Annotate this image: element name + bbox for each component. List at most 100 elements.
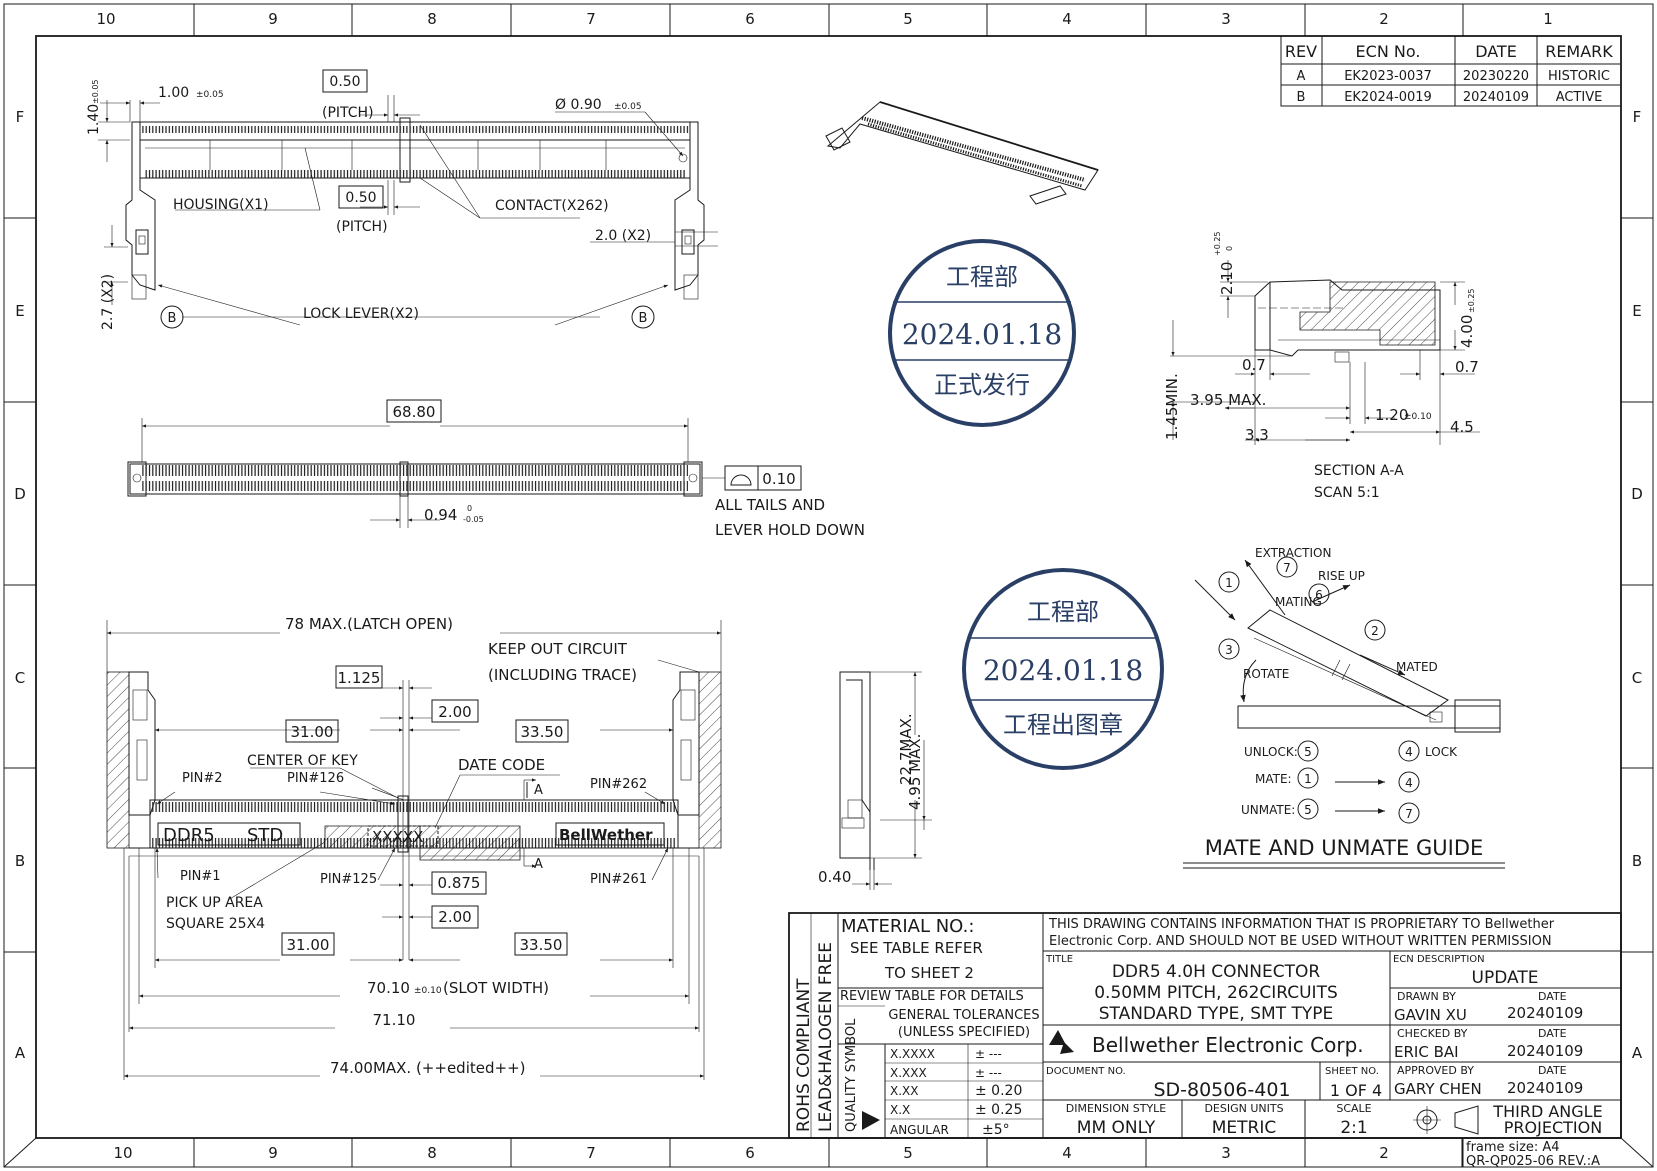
hole-diameter-tol: ±0.05 — [614, 102, 642, 112]
dim-4-95-max: 4.95 MAX. — [906, 734, 924, 810]
drawn-date: 20240109 — [1507, 1004, 1583, 1022]
pin-126-label: PIN#126 — [287, 771, 344, 786]
step-3: 3 — [1225, 643, 1233, 657]
pin-1-label: PIN#1 — [180, 869, 221, 884]
slot-width-label: (SLOT WIDTH) — [443, 979, 549, 997]
dim-2-10-tol-dn: 0 — [1225, 246, 1234, 251]
material-no-title: MATERIAL NO.: — [841, 916, 974, 937]
dim-4-00-tol: ±0.25 — [1467, 288, 1476, 313]
lock-lever-label: LOCK LEVER(X2) — [303, 306, 419, 322]
halogen-label: LEAD&HALOGEN FREE — [816, 942, 836, 1132]
dim-3-95-max: 3.95 MAX. — [1190, 391, 1266, 409]
dim-0-94-up: 0 — [467, 504, 472, 513]
end-view: 22.7MAX. 4.95 MAX. 0.40 — [818, 671, 932, 890]
zone-label: 1 — [1543, 10, 1553, 28]
ecn-header: ECN No. — [1356, 42, 1421, 61]
pin-125-label: PIN#125 — [320, 872, 377, 887]
zone-label: 5 — [903, 10, 913, 28]
bottom-view: 78 MAX.(LATCH OPEN) KEEP OUT CIRCUIT (IN… — [106, 615, 722, 1080]
tol-row-value: ± 0.20 — [975, 1083, 1022, 1099]
guide-title: MATE AND UNMATE GUIDE — [1205, 836, 1484, 860]
dimension-style: MM ONLY — [1077, 1118, 1156, 1138]
brand-marking: BellWether — [559, 826, 653, 844]
dim-68-80: 68.80 — [393, 403, 436, 421]
unmate-label: UNMATE: — [1241, 803, 1295, 817]
title-block: ROHS COMPLIANT LEAD&HALOGEN FREE QUALITY… — [788, 912, 1622, 1169]
step-6: 6 — [1315, 588, 1323, 602]
rohs-label: ROHS COMPLIANT — [794, 978, 814, 1132]
iso-view — [825, 101, 1099, 205]
detail-b-left: B — [168, 311, 177, 326]
zone-label: 2 — [1379, 1144, 1389, 1162]
step-7: 7 — [1283, 561, 1291, 575]
zone-label: 2 — [1379, 10, 1389, 28]
mate-label: MATE: — [1255, 772, 1292, 786]
frame-size: frame size: A4 — [1466, 1140, 1560, 1155]
material-note-2: TO SHEET 2 — [884, 964, 974, 982]
pin-262-label: PIN#262 — [590, 777, 647, 792]
lock-step: 4 — [1405, 745, 1413, 759]
title-line-1: DDR5 4.0H CONNECTOR — [1112, 962, 1320, 982]
tol-row-label: X.XXXX — [890, 1047, 935, 1061]
document-no: SD-80506-401 — [1153, 1079, 1290, 1101]
design-units: METRIC — [1212, 1118, 1277, 1138]
dim-0-94-dn: -0.05 — [463, 515, 484, 524]
dim-1-20-tol: ±0.10 — [1404, 412, 1432, 422]
material-note-3: REVIEW TABLE FOR DETAILS — [840, 989, 1024, 1004]
approved-by-label: APPROVED BY — [1397, 1064, 1474, 1077]
ecn-description-label: ECN DESCRIPTION — [1393, 954, 1485, 965]
dim-0-7-right: 0.7 — [1455, 358, 1479, 376]
dim-0-94: 0.94 — [424, 506, 457, 524]
general-tolerances: GENERAL TOLERANCES — [888, 1008, 1039, 1023]
drawn-by: GAVIN XU — [1394, 1006, 1467, 1024]
unlock-label: UNLOCK: — [1244, 745, 1298, 759]
stamp-release-ring — [888, 239, 1076, 427]
dim-slot-width: 70.10 — [367, 979, 410, 997]
tol-row-value: ±5° — [982, 1122, 1010, 1138]
ecn-description: UPDATE — [1472, 968, 1539, 988]
pitch-box-mid: 0.50 — [345, 190, 376, 206]
dimension-style-label: DIMENSION STYLE — [1066, 1102, 1167, 1115]
dim-4-00: 4.00 — [1458, 315, 1476, 348]
keepout-note-2: (INCLUDING TRACE) — [488, 666, 637, 684]
sheet-no: 1 OF 4 — [1330, 1081, 1382, 1100]
proprietary-line-1: THIS DRAWING CONTAINS INFORMATION THAT I… — [1048, 917, 1555, 932]
date-code-label: DATE CODE — [458, 756, 545, 774]
stamp-drawing-dept: 工程部 — [1027, 598, 1099, 626]
zone-label: B — [15, 852, 25, 870]
checked-date-label: DATE — [1538, 1027, 1567, 1040]
zone-label: 5 — [903, 1144, 913, 1162]
zone-label: B — [1632, 852, 1642, 870]
housing-label: HOUSING(X1) — [173, 197, 269, 213]
form-number: QR-QP025-06 REV.:A — [1466, 1154, 1600, 1169]
std-marking: STD — [247, 825, 283, 846]
extraction-label: EXTRACTION — [1255, 546, 1331, 560]
dim-71-10: 71.10 — [373, 1011, 416, 1029]
stamp-release-status: 正式发行 — [934, 371, 1030, 399]
mated-label: MATED — [1396, 660, 1438, 674]
tol-row-value: ± 0.25 — [975, 1102, 1022, 1118]
dim-2-00-bottom: 2.00 — [438, 908, 471, 926]
zone-label: 6 — [745, 1144, 755, 1162]
dim-2-0: 2.0 (X2) — [595, 228, 651, 244]
section-title: SECTION A-A — [1314, 463, 1404, 479]
title-line-3: STANDARD TYPE, SMT TYPE — [1099, 1004, 1334, 1024]
drawn-date-label: DATE — [1538, 990, 1567, 1003]
date-code-placeholder: XXXXX — [372, 828, 423, 846]
mate-step-a: 1 — [1304, 772, 1312, 786]
step-1: 1 — [1225, 576, 1233, 590]
side-view: 68.80 0.10 ALL TAILS AND LEVER HOLD DOWN… — [127, 399, 865, 539]
tails-note-1: ALL TAILS AND — [715, 496, 825, 514]
zone-label: A — [1632, 1044, 1643, 1062]
scale-value: 2:1 — [1340, 1118, 1367, 1138]
dim-2-10: 2.10 — [1218, 262, 1236, 295]
dim-31-00-bottom: 31.00 — [287, 936, 330, 954]
pitch-box-top: 0.50 — [329, 74, 360, 90]
remark-cell: ACTIVE — [1556, 90, 1603, 105]
dim-2-10-tol-up: +0.25 — [1213, 231, 1222, 256]
dim-31-00-top: 31.00 — [291, 723, 334, 741]
stamp-release-dept: 工程部 — [946, 263, 1018, 291]
pitch-label-top: (PITCH) — [322, 105, 374, 121]
design-units-label: DESIGN UNITS — [1204, 1102, 1283, 1115]
title-field-label: TITLE — [1045, 954, 1073, 965]
